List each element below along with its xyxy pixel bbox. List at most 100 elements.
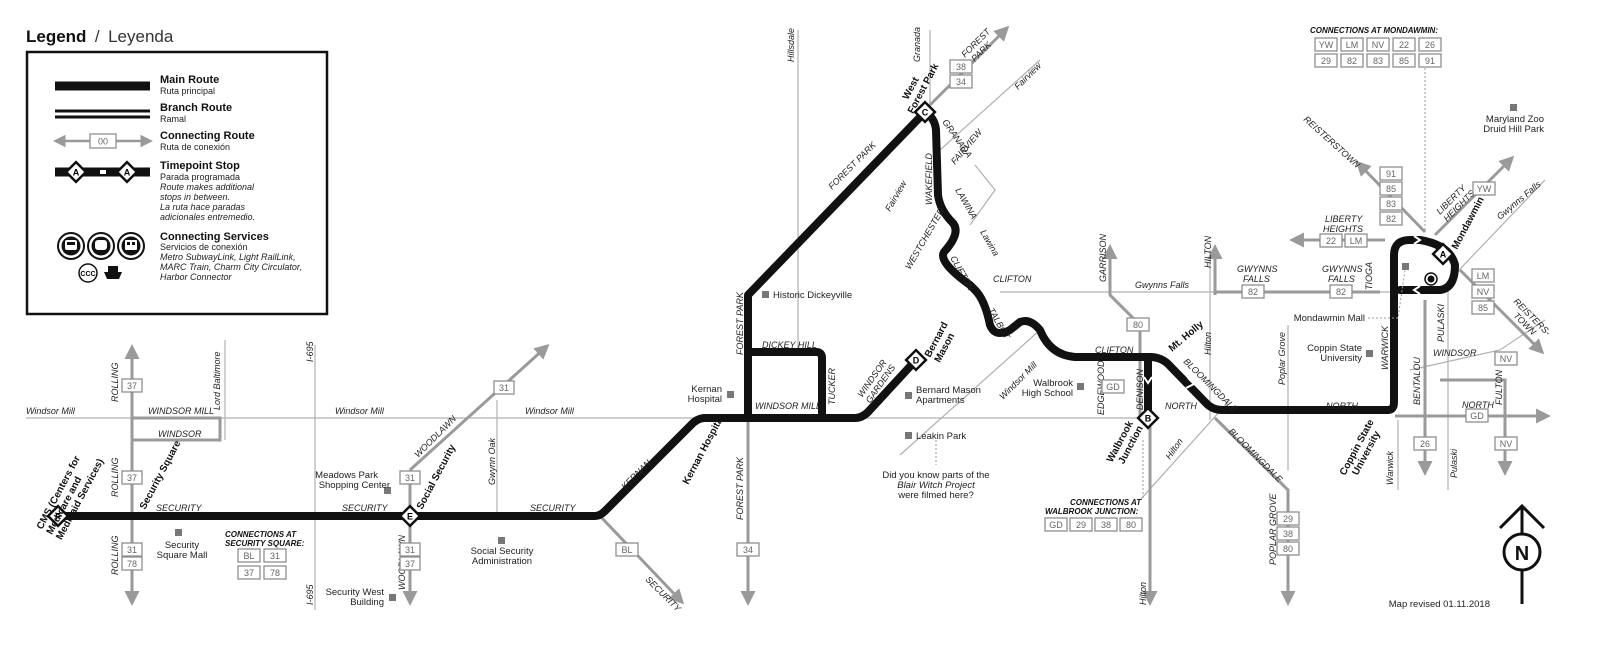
route-box-31-woodlawn-south[interactable]: 31 [399,542,421,557]
direction-chevron-1 [1000,292,1016,301]
route-box-37-ssq[interactable]: 37 [237,565,261,580]
route-box-82-b[interactable]: 82 [1329,284,1353,299]
timepoint-C[interactable]: C [913,100,937,124]
route-box-BL-security[interactable]: BL [615,542,639,557]
route-box-YW-liberty[interactable]: YW [1472,181,1496,196]
route-box-LM-mondawmin[interactable]: LM [1340,37,1364,52]
windsor-mill-diagonal-street [899,329,1041,456]
legend: Legend / Leyenda Main Route Ruta princip… [25,27,329,316]
windsor-mill-label-1: Windsor Mill [26,406,76,416]
svg-text:GWYNNS: GWYNNS [1322,264,1363,274]
metro-subway-icon [57,232,85,260]
route-box-GD-edgewood[interactable]: GD [1101,379,1125,394]
route-box-91-reisterstown[interactable]: 91 [1379,166,1403,181]
route-box-80-walbrook[interactable]: 80 [1119,517,1143,532]
route-box-26-mondawmin[interactable]: 26 [1418,37,1442,52]
svg-text:80: 80 [1133,320,1143,330]
timepoint-C-name: West Forest Park [901,61,942,115]
route-box-38-walbrook[interactable]: 38 [1094,517,1118,532]
route-box-82-reisterstown[interactable]: 82 [1379,211,1403,226]
route-box-38-north[interactable]: 38 [949,59,973,74]
mondawmin-mall-marker [1402,263,1409,270]
route-box-78-rolling-south[interactable]: 78 [121,556,143,571]
route-box-31-rolling-south[interactable]: 31 [121,542,143,557]
route-box-LM-liberty[interactable]: LM [1344,233,1368,248]
i695-label-1: I-695 [305,340,315,362]
svg-text:YW: YW [1319,40,1334,50]
svg-text:HEIGHTS: HEIGHTS [1323,224,1363,234]
lawina-label: LAWINA [953,186,979,221]
svg-text:82: 82 [1347,56,1357,66]
legend-title-sep: / [95,27,100,46]
route-box-22-mondawmin[interactable]: 22 [1392,37,1416,52]
route-box-GD-walbrook[interactable]: GD [1044,517,1068,532]
route-box-85-reisterstown[interactable]: 85 [1379,181,1403,196]
legend-timepoint-stop-es: Parada programada [160,172,240,182]
walbrook-hs-marker [1077,383,1084,390]
route-box-BL-ssq[interactable]: BL [237,548,261,563]
route-box-22-liberty[interactable]: 22 [1319,233,1343,248]
rolling-label-3: ROLLING [110,535,120,575]
legend-main-route: Main Route [160,74,219,86]
route-box-29-poplar[interactable]: 29 [1276,511,1300,526]
windsor-mill-label-2: Windsor Mill [335,406,385,416]
timepoint-B[interactable]: B [1136,406,1160,430]
windsor-loop-route [130,416,222,442]
route-box-85-east[interactable]: 85 [1471,300,1495,315]
route-box-31-woodlawn-north[interactable]: 31 [399,470,421,485]
bernard-mason-1: Bernard Mason [916,385,981,396]
security-west-1: Security West [326,587,385,598]
route-box-NV-east[interactable]: NV [1471,284,1495,299]
route-box-31-diag[interactable]: 31 [493,380,515,395]
route-box-37-rolling-north[interactable]: 37 [121,378,143,393]
denison-label: DENISON [1135,368,1145,410]
forest-park-label-2: FOREST PARK [735,456,745,520]
route-box-82-mondawmin[interactable]: 82 [1340,53,1364,68]
svg-text:26: 26 [1425,40,1435,50]
route-box-91-mondawmin[interactable]: 91 [1418,53,1442,68]
pulaski-italic-label: Pulaski [1449,448,1459,478]
route-box-83-reisterstown[interactable]: 83 [1379,196,1403,211]
route-box-NV-fulton-south[interactable]: NV [1494,436,1518,451]
route-box-34-north[interactable]: 34 [949,74,973,89]
timepoint-F[interactable]: F [46,504,70,528]
meadows-park-2: Shopping Center [319,480,390,491]
security-square-mall-2: Square Mall [157,550,208,561]
route-box-80-poplar[interactable]: 80 [1276,541,1300,556]
route-box-83-mondawmin[interactable]: 83 [1366,53,1390,68]
route-box-LM-east[interactable]: LM [1471,268,1495,283]
route-box-34-forest-park[interactable]: 34 [736,542,760,557]
timepoint-A[interactable]: A [1431,242,1455,266]
timepoint-D[interactable]: D [904,348,928,372]
route-box-GD-north[interactable]: GD [1465,408,1489,423]
svg-text:38: 38 [956,62,966,72]
woodlawn-diagonal-route [408,343,550,472]
route-box-38-poplar[interactable]: 38 [1276,526,1300,541]
route-box-29-mondawmin[interactable]: 29 [1314,53,1338,68]
leakin-park-marker [905,432,912,439]
timepoint-E[interactable]: E [398,504,422,528]
svg-text:29: 29 [1076,520,1086,530]
route-box-85-mondawmin[interactable]: 85 [1392,53,1416,68]
legend-timepoint-diamond-1: A [64,160,88,184]
svg-text:29: 29 [1321,56,1331,66]
route-box-37-woodlawn-south[interactable]: 37 [399,556,421,571]
hilton-label-2: Hilton [1163,437,1184,462]
coppin-state-label: Coppin State University [1338,417,1383,477]
route-box-NV-fulton-north[interactable]: NV [1494,351,1518,366]
route-box-80-garrison[interactable]: 80 [1126,317,1150,332]
route-box-26-bentalou[interactable]: 26 [1413,436,1437,451]
legend-timepoint-stop: Timepoint Stop [160,160,240,172]
route-box-29-walbrook[interactable]: 29 [1069,517,1093,532]
route-box-YW-mondawmin[interactable]: YW [1314,37,1338,52]
route-box-NV-mondawmin[interactable]: NV [1366,37,1390,52]
route-box-31-ssq[interactable]: 31 [263,548,287,563]
svg-text:BL: BL [243,551,254,561]
legend-timepoint-diamond-2: A [115,160,139,184]
route-box-82-a[interactable]: 82 [1241,284,1265,299]
route-box-78-ssq[interactable]: 78 [263,565,287,580]
legend-main-route-es: Ruta principal [160,86,215,96]
maryland-zoo-2: Druid Hill Park [1483,124,1544,135]
lawina-italic-label: Lawina [978,228,1001,258]
route-box-37-rolling-mid[interactable]: 37 [121,470,143,485]
